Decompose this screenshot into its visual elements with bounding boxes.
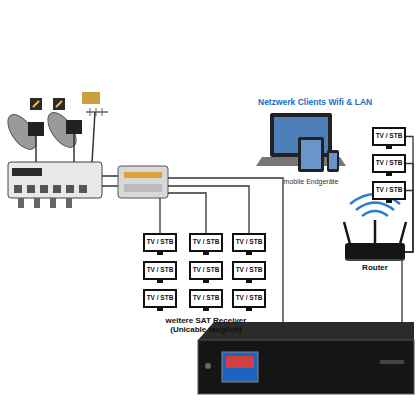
power-button [205, 363, 211, 369]
phone-frame [327, 150, 339, 172]
device-label: TV / STB [376, 133, 403, 140]
antenna-element [90, 108, 91, 116]
satellite-dish [2, 108, 82, 163]
satellite-symbol [33, 101, 39, 107]
wifi-arc [362, 211, 388, 216]
device-label: TV / STB [193, 267, 220, 274]
coax-cable [102, 185, 118, 187]
caption-label: mobile Endgeräte [276, 178, 346, 186]
antenna-boom [86, 111, 108, 113]
lan-connector [405, 164, 413, 253]
tv-stb-box: TV / STB [143, 261, 177, 280]
tv-stb-box: TV / STB [372, 181, 406, 200]
lnb-symbol [28, 122, 44, 136]
lnb-cable [35, 136, 37, 163]
device-label: TV / STB [147, 295, 174, 302]
multiswitch [8, 162, 102, 208]
tv-stb-box: TV / STB [372, 127, 406, 146]
phone-screen [329, 153, 337, 169]
connector [18, 198, 24, 208]
coax-cable [168, 178, 283, 324]
satellite-icon [30, 92, 100, 110]
splitter [118, 166, 168, 198]
terrestrial-antenna [86, 108, 108, 163]
lnb-symbol [66, 120, 82, 134]
tv-stb-box: TV / STB [189, 261, 223, 280]
receiver-slot [380, 360, 404, 364]
device-label: TV / STB [236, 295, 263, 302]
device-label: TV / STB [236, 239, 263, 246]
device-label: TV / STB [376, 160, 403, 167]
connector [14, 185, 22, 193]
coax-cable [168, 193, 206, 233]
device-label: TV / STB [376, 187, 403, 194]
tablet-screen [301, 140, 321, 169]
wifi-arc [356, 203, 394, 211]
antenna-cable [92, 112, 95, 163]
tablet [298, 137, 339, 172]
tv-stb-box: TV / STB [143, 289, 177, 308]
connector [27, 185, 35, 193]
lan-cable [401, 261, 402, 323]
lnb-cable [73, 134, 75, 163]
splitter-ports [124, 184, 162, 192]
router-antenna [374, 220, 377, 244]
tv-stb-box: TV / STB [189, 233, 223, 252]
receiver-display-image [226, 356, 254, 368]
coax-cable [168, 186, 249, 233]
caption-label: weitere SAT Receiver (Unicable tauglich) [150, 316, 262, 334]
router-box: Router [345, 243, 405, 261]
lan-connector [405, 137, 413, 253]
device-label: TV / STB [193, 295, 220, 302]
tv-stb-box: TV / STB [232, 261, 266, 280]
dish-reflector [42, 108, 81, 152]
connector [53, 185, 61, 193]
tv-stb-box: TV / STB [143, 233, 177, 252]
device-label: TV / STB [147, 267, 174, 274]
splitter-body [118, 166, 168, 198]
lan-connector [405, 191, 413, 253]
receiver-front [198, 340, 414, 394]
connector [50, 198, 56, 208]
receiver-display [222, 352, 258, 382]
splitter-label-strip [124, 172, 162, 178]
tv-stb-box: TV / STB [232, 233, 266, 252]
tv-stb-box: TV / STB [232, 289, 266, 308]
satellite-symbol [56, 101, 62, 107]
router-antenna [400, 222, 406, 244]
coax-cable [102, 175, 118, 177]
antenna-element [102, 108, 103, 116]
connector [34, 198, 40, 208]
caption-label: Netzwerk Clients Wifi & LAN [258, 98, 408, 108]
connector [66, 185, 74, 193]
antenna-element [96, 108, 97, 116]
multiswitch-badge [12, 168, 42, 176]
device-label: TV / STB [147, 239, 174, 246]
antenna-badge [82, 92, 100, 104]
tablet-frame [298, 137, 324, 172]
satellite-badge [53, 98, 65, 110]
device-label: TV / STB [193, 239, 220, 246]
tv-stb-box: TV / STB [372, 154, 406, 173]
router-label: Router [335, 264, 415, 272]
connector [66, 198, 72, 208]
tv-stb-box: TV / STB [189, 289, 223, 308]
connector [40, 185, 48, 193]
satellite-badge [30, 98, 42, 110]
router-antenna [344, 222, 350, 244]
connector [79, 185, 87, 193]
multiswitch-body [8, 162, 102, 198]
coax-cable [159, 198, 160, 233]
device-label: TV / STB [236, 267, 263, 274]
